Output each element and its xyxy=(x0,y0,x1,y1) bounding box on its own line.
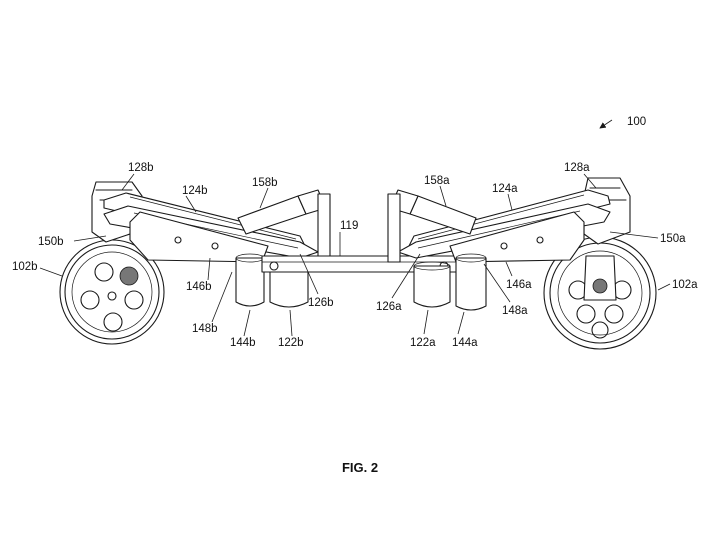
wheel-102b xyxy=(59,239,165,345)
label-122b: 122b xyxy=(278,337,304,349)
label-124a: 124a xyxy=(492,183,518,195)
label-124b: 124b xyxy=(182,185,208,197)
label-126b: 126b xyxy=(308,297,334,309)
motor-144b xyxy=(235,253,265,307)
figure-caption: FIG. 2 xyxy=(342,460,378,475)
label-146b: 146b xyxy=(186,281,212,293)
label-150b: 150b xyxy=(38,236,64,248)
label-158b: 158b xyxy=(252,177,278,189)
motor-144a xyxy=(455,253,487,311)
label-144b: 144b xyxy=(230,337,256,349)
label-148b: 148b xyxy=(192,323,218,335)
label-146a: 146a xyxy=(506,279,532,291)
label-144a: 144a xyxy=(452,337,478,349)
label-119: 119 xyxy=(340,220,358,232)
label-102b: 102b xyxy=(12,261,38,273)
leader-lines xyxy=(39,119,671,337)
left-assembly xyxy=(59,181,331,345)
label-128a: 128a xyxy=(564,162,590,174)
right-assembly xyxy=(387,177,657,350)
reference-labels: 100 128b 124b 158b 150b 102b 146b 148b 1… xyxy=(12,116,698,349)
motor-122a xyxy=(413,261,451,308)
label-122a: 122a xyxy=(410,337,436,349)
label-158a: 158a xyxy=(424,175,450,187)
label-100: 100 xyxy=(627,116,646,128)
label-126a: 126a xyxy=(376,301,402,313)
label-102a: 102a xyxy=(672,279,698,291)
label-128b: 128b xyxy=(128,162,154,174)
label-150a: 150a xyxy=(660,233,686,245)
label-148a: 148a xyxy=(502,305,528,317)
